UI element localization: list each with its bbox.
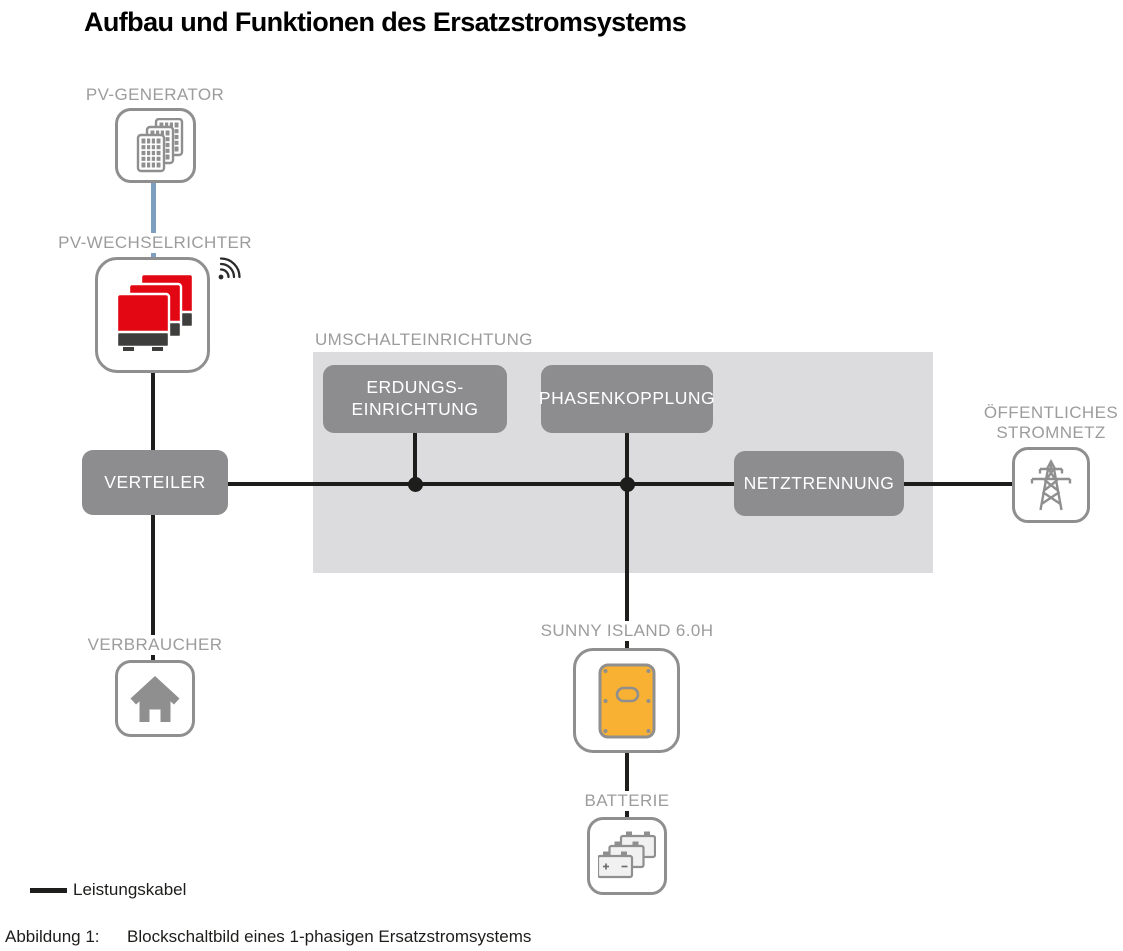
pv-wechselrichter-label: PV-WECHSELRICHTER <box>35 233 275 253</box>
phasenkopplung-node: PHASENKOPPLUNG <box>538 365 716 433</box>
erdungseinrichtung-node: ERDUNGS- EINRICHTUNG <box>323 365 507 433</box>
phasenkopplung-label: PHASENKOPPLUNG <box>538 388 716 409</box>
verbraucher-label: VERBRAUCHER <box>55 635 255 655</box>
power-cable-verteiler-verbraucher <box>151 515 155 661</box>
stromnetz-label: ÖFFENTLICHES STROMNETZ <box>966 403 1123 443</box>
stromnetz-node <box>1012 447 1090 523</box>
pv-generator-node <box>115 108 196 183</box>
verteiler-node: VERTEILER <box>82 450 228 515</box>
netztrennung-node: NETZTRENNUNG <box>734 451 904 516</box>
power-cable-verteiler-netztrennung <box>228 482 734 486</box>
power-cable-phasenkopplung-sunnyisland <box>625 433 629 648</box>
wifi-icon <box>218 257 241 280</box>
pv-wechselrichter-node <box>95 257 210 373</box>
house-icon <box>130 675 180 722</box>
power-cable-netztrennung-stromnetz <box>904 482 1012 486</box>
power-pylon-icon <box>1030 458 1072 511</box>
netztrennung-label: NETZTRENNUNG <box>743 472 895 493</box>
sunny-island-node <box>573 648 680 753</box>
batterie-label: BATTERIE <box>567 791 687 811</box>
legend-power-cable-swatch <box>30 888 67 893</box>
verteiler-label: VERTEILER <box>104 471 206 492</box>
erdungseinrichtung-label: ERDUNGS- EINRICHTUNG <box>351 377 479 419</box>
figure-caption-prefix: Abbildung 1: <box>5 927 100 946</box>
dc-cable-pvgenerator-inverter <box>151 182 156 258</box>
sunny-island-label: SUNNY ISLAND 6.0H <box>527 621 727 641</box>
pv-generator-label: PV-GENERATOR <box>55 85 255 105</box>
junction-dot-erdung <box>408 477 423 492</box>
legend-power-cable-label: Leistungskabel <box>73 880 187 899</box>
power-cable-inverter-verteiler <box>151 372 155 451</box>
junction-dot-phasenkopplung <box>620 477 635 492</box>
power-cable-sunnyisland-batterie <box>625 753 629 817</box>
batterie-node <box>587 817 667 895</box>
solar-panels-icon <box>136 117 183 172</box>
battery-icon <box>598 830 656 879</box>
battery-inverter-icon <box>598 663 655 738</box>
page-title: Aufbau und Funktionen des Ersatzstromsys… <box>84 7 687 37</box>
power-cable-erdung-stub <box>413 433 417 484</box>
umschalteinrichtung-label: UMSCHALTEINRICHTUNG <box>315 330 533 349</box>
pv-inverter-icon <box>115 272 194 351</box>
verbraucher-node <box>115 660 195 737</box>
figure-caption-text: Blockschaltbild eines 1-phasigen Ersatzs… <box>127 927 532 946</box>
